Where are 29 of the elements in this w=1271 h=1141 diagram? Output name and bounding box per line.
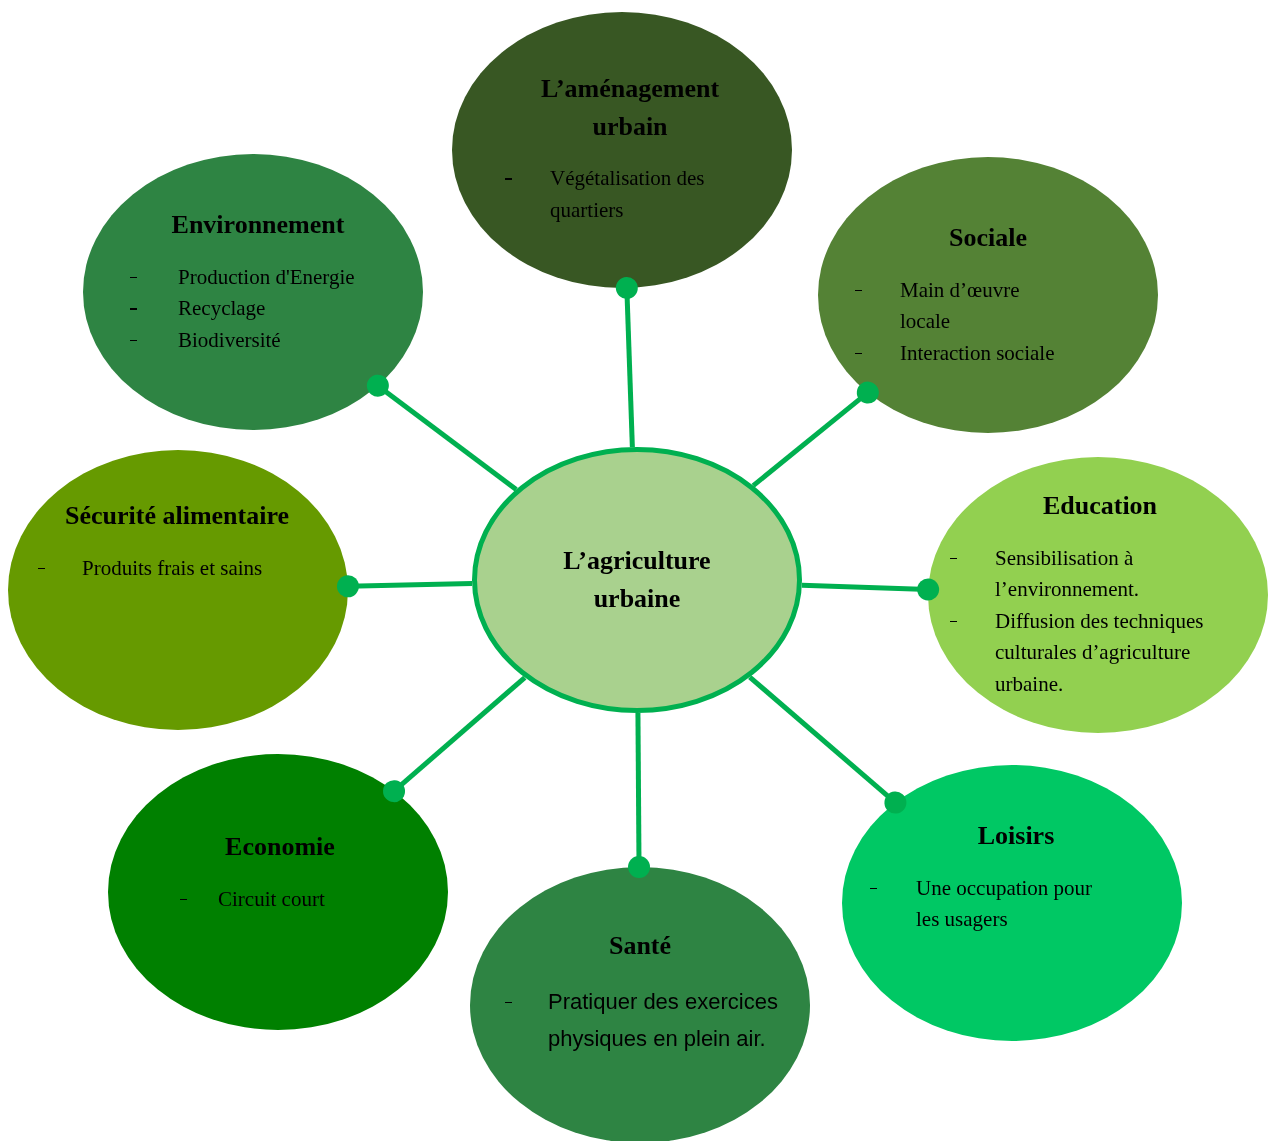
bullet-text: Diffusion des techniques culturales d’agriculture urbaine.	[995, 607, 1205, 698]
bullet-text: Pratiquer des exercices physiques en plein air.	[548, 987, 779, 1054]
bullet-text: Recyclage	[178, 295, 267, 323]
bullet-text: Circuit court	[218, 885, 326, 913]
connector-line	[751, 381, 879, 488]
node-heading: Sécurité alimentaire	[63, 500, 291, 532]
connector-line	[336, 575, 473, 598]
bullet-text: Production d'Energie	[178, 263, 356, 291]
bullet-text: Végétalisation des quartiers	[550, 165, 706, 224]
connector-line	[366, 374, 518, 492]
bullet-text: Une occupation pour les usagers	[916, 874, 1094, 934]
node-heading: Environnement	[170, 209, 346, 241]
node-heading: Economie	[224, 831, 336, 863]
node-heading: Loisirs	[976, 820, 1056, 852]
bullet-text: Biodiversité	[178, 326, 282, 354]
node-heading: L’aménagement urbain	[539, 73, 721, 143]
node-heading: Sociale	[948, 222, 1028, 254]
connector-line	[748, 675, 907, 814]
bullet-text: Main d’œuvre locale	[900, 276, 1021, 336]
node-heading: L’agriculture urbaine	[562, 545, 712, 615]
connector-line	[801, 578, 940, 601]
bullet-text: Produits frais et sains	[82, 554, 264, 582]
bullet-text: Interaction sociale	[900, 339, 1056, 367]
connector-line	[628, 713, 651, 878]
node-heading: Education	[1041, 490, 1159, 522]
connector-line	[383, 675, 527, 803]
connector-line	[615, 276, 638, 448]
bullet-text: Sensibilisation à l’environnement.	[995, 544, 1141, 604]
node-heading: Santé	[607, 930, 673, 962]
